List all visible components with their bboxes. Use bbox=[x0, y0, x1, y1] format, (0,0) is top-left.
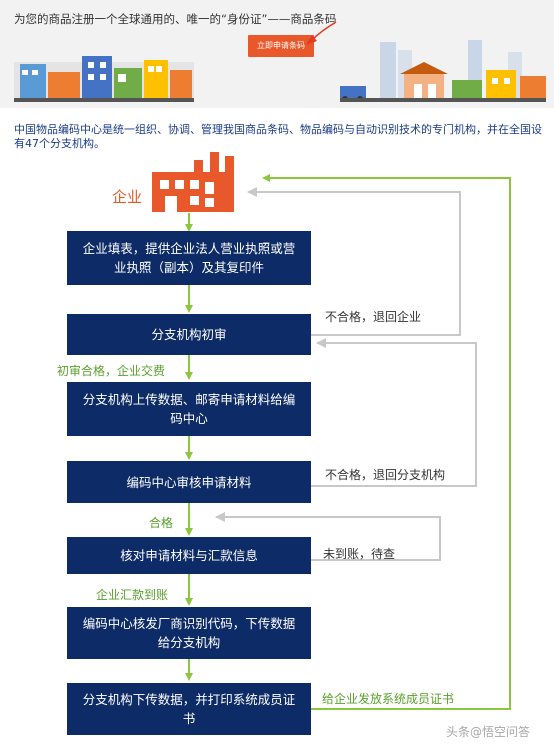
pass-label-payment: 企业汇款到账 bbox=[96, 588, 169, 602]
step-verify-payment: 核对申请材料与汇款信息 bbox=[67, 537, 311, 574]
banner-headline: 为您的商品注册一个全球通用的、唯一的“身份证”——商品条码 bbox=[14, 12, 337, 26]
reject-label-enterprise: 不合格，退回企业 bbox=[325, 310, 422, 324]
factory-icon bbox=[152, 152, 234, 212]
step-issue-code: 编码中心核发厂商识别代码，下传数据给分支机构 bbox=[67, 607, 311, 659]
certificate-issue-label: 给企业发放系统成员证书 bbox=[322, 692, 455, 706]
return-lines bbox=[215, 187, 477, 561]
apply-barcode-button[interactable]: 立即申请条码 bbox=[248, 35, 314, 57]
step-print-certificate: 分支机构下传数据，并打印系统成员证书 bbox=[67, 683, 311, 735]
unpaid-label: 未到账，待查 bbox=[323, 547, 396, 561]
step-center-review: 编码中心审核申请材料 bbox=[67, 461, 311, 503]
right-city-illustration bbox=[340, 40, 546, 102]
banner-pointer-arrow bbox=[311, 21, 337, 41]
watermark: 头条@悟空问答 bbox=[446, 725, 531, 739]
step-branch-upload-data: 分支机构上传数据、邮寄申请材料给编码中心 bbox=[67, 382, 311, 436]
step-enterprise-form: 企业填表，提供企业法人营业执照或营业执照（副本）及其复印件 bbox=[67, 231, 311, 285]
pass-label-initial: 初审合格，企业交费 bbox=[57, 364, 166, 378]
reject-label-branch: 不合格，退回分支机构 bbox=[325, 468, 446, 482]
left-city-illustration bbox=[14, 56, 194, 102]
pass-label-qualified: 合格 bbox=[149, 516, 174, 530]
certificate-return-line bbox=[262, 174, 511, 710]
intro-paragraph: 中国物品编码中心是统一组织、协调、管理我国商品条码、物品编码与自动识别技术的专门… bbox=[14, 123, 542, 150]
step-branch-initial-review: 分支机构初审 bbox=[67, 314, 311, 355]
enterprise-label: 企业 bbox=[112, 188, 143, 206]
